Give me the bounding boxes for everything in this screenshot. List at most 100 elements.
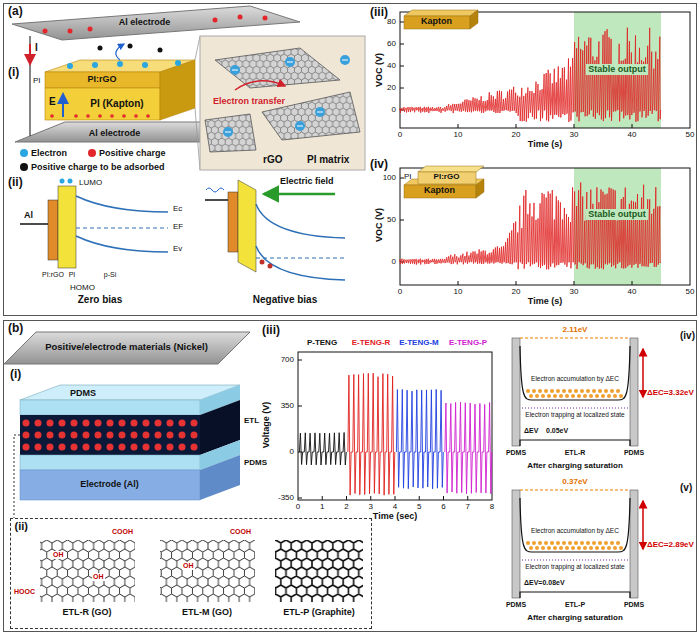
- text-label: 100: [383, 173, 396, 182]
- node-label: Positive/electrode materials (Nickel): [45, 342, 208, 352]
- layer-box: PI:rGO: [45, 72, 160, 88]
- text-label: 20: [512, 130, 521, 139]
- text-label: Electron accumulation by ΔEC: [530, 527, 620, 534]
- illustration-circle: [122, 114, 126, 118]
- legend-item: Electron: [20, 148, 67, 158]
- node-label: Electrode (Al): [80, 480, 139, 490]
- illustration-circle: [213, 18, 218, 23]
- electron-dot: [559, 394, 563, 398]
- charge-dot: [167, 420, 174, 427]
- text-label: PI: [33, 76, 41, 85]
- legend-swatch: [88, 149, 96, 157]
- text-label: 1: [320, 502, 324, 511]
- illustration-polygon: [200, 455, 240, 500]
- inset-layer: PI:rGO: [418, 172, 476, 184]
- illustration-line: [264, 193, 335, 196]
- text-label: Electron accumulation by ΔEC: [530, 375, 620, 382]
- text-label: E: [49, 96, 56, 108]
- illustration-rect: [275, 540, 363, 602]
- illustration-circle: [50, 114, 54, 118]
- text-label: PI: [69, 271, 76, 279]
- charge-dot: [83, 444, 90, 451]
- electron-dot: [547, 394, 551, 398]
- node-label: Al electrode: [89, 129, 141, 139]
- legend-text: Positive charge to be adsorbed: [31, 162, 165, 172]
- text-label: 80: [387, 17, 396, 26]
- illustration-line: [520, 337, 630, 338]
- illustration-circle: [60, 179, 65, 184]
- illustration-polygon: [238, 180, 256, 272]
- illustration-line: [642, 349, 644, 397]
- charge-dot: [95, 432, 102, 439]
- illustration-path: [520, 440, 630, 446]
- charge-dot: [71, 444, 78, 451]
- illustration-rect: [20, 415, 200, 455]
- text-label: 2.11eV: [563, 325, 588, 334]
- text-label: 4: [393, 502, 397, 511]
- illustration-circle: [68, 29, 73, 34]
- electron-dot: [571, 394, 575, 398]
- illustration-circle: [134, 114, 138, 118]
- electron-dot: [610, 389, 614, 393]
- text-label: 40: [387, 61, 396, 70]
- electron-dot: [529, 394, 533, 398]
- charge-dot: [191, 444, 198, 451]
- text-label: Electron trapping at localized state: [524, 563, 625, 570]
- illustration-rect: [200, 36, 365, 170]
- charge-dot: [35, 432, 42, 439]
- stable-region: Stable output: [574, 168, 661, 262]
- node-label: Kapton: [424, 186, 455, 196]
- text-label: 30: [570, 130, 579, 139]
- node-label: Kapton: [421, 17, 452, 27]
- illustration-rect: [40, 540, 135, 602]
- inset-layer: Kapton: [404, 16, 470, 29]
- electron-dot: [553, 394, 557, 398]
- illustration-path: [298, 360, 468, 500]
- text-label: 3: [369, 502, 373, 511]
- charge-dot: [179, 432, 186, 439]
- text-label: VOC (V): [374, 53, 384, 87]
- text-label: Electron transfer: [212, 96, 286, 106]
- charge-dot: [35, 444, 42, 451]
- text-label: 8: [490, 502, 494, 511]
- electron-dot: [619, 394, 623, 398]
- text-label: 0: [398, 287, 402, 296]
- charge-dot: [83, 420, 90, 427]
- charge-dot: [167, 432, 174, 439]
- electron-dot: [562, 389, 566, 393]
- illustration-path: [116, 44, 124, 60]
- illustration-circle: [67, 63, 73, 69]
- illustration-g: [400, 28, 661, 122]
- illustration-line: [20, 223, 48, 225]
- illustration-rect: [160, 540, 255, 602]
- text-label: (iv): [680, 330, 695, 342]
- text-label: 40: [628, 130, 637, 139]
- illustration-path: [76, 228, 168, 229]
- illustration-rect: [20, 470, 200, 500]
- text-label: OH: [182, 562, 195, 570]
- electron-dot: [544, 389, 548, 393]
- text-label: 0.37eV: [562, 477, 587, 486]
- charge-dot: [143, 444, 150, 451]
- band-diagram-b: [512, 490, 643, 598]
- text-label: 40: [628, 287, 637, 296]
- electron-dot: [580, 389, 584, 393]
- illustration-line: [205, 199, 228, 201]
- text-label: PDMS: [624, 449, 644, 457]
- illustration-rect: [298, 352, 492, 500]
- illustration-rect: [228, 192, 238, 252]
- text-label: ΔEV: [524, 427, 538, 435]
- text-label: PI: [404, 172, 412, 181]
- illustration-line: [29, 44, 31, 64]
- node-label: Stable output: [586, 64, 648, 76]
- illustration-rect: [45, 72, 160, 88]
- illustration-polygon: [476, 179, 484, 198]
- text-label: (iii): [370, 6, 388, 20]
- charge-dot: [167, 444, 174, 451]
- charge-dot: [23, 420, 30, 427]
- illustration-g: [400, 183, 661, 270]
- electron-dot: [604, 389, 608, 393]
- text-label: 2: [344, 502, 348, 511]
- dashed-box: (ii): [10, 518, 372, 629]
- electron-dot: [592, 389, 596, 393]
